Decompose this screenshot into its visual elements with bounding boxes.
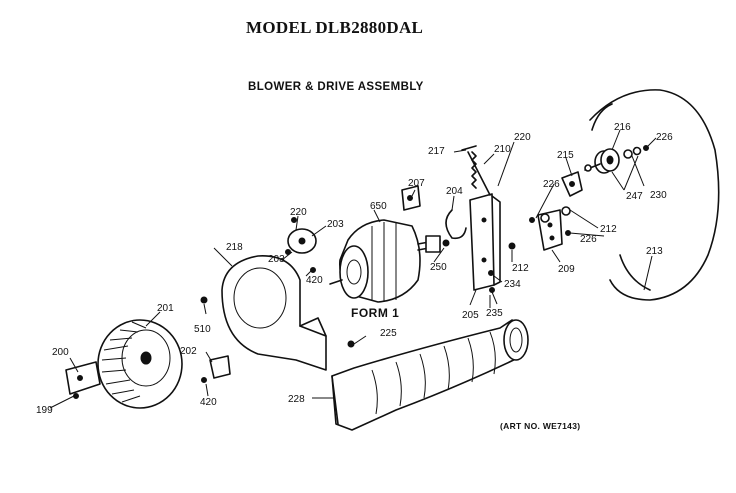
- callout-420-upper: 420: [306, 275, 323, 286]
- callout-216: 216: [614, 122, 631, 133]
- callout-247: 247: [626, 191, 643, 202]
- callout-650: 650: [370, 201, 387, 212]
- callout-230: 230: [650, 190, 667, 201]
- callout-202: 202: [180, 346, 197, 357]
- callout-200: 200: [52, 347, 69, 358]
- form-label: FORM 1: [351, 306, 400, 320]
- callout-235: 235: [486, 308, 503, 319]
- callout-213: 213: [646, 246, 663, 257]
- callout-228: 228: [288, 394, 305, 405]
- callout-209: 209: [558, 264, 575, 275]
- callout-250: 250: [430, 262, 447, 273]
- callout-203-right: 203: [327, 219, 344, 230]
- part-callouts: 200 199 201 202 420 510 218 203 220 203 …: [36, 122, 673, 416]
- callout-207: 207: [408, 178, 425, 189]
- callout-199: 199: [36, 405, 53, 416]
- callout-218: 218: [226, 242, 243, 253]
- callout-212-left: 212: [512, 263, 529, 274]
- callout-210: 210: [494, 144, 511, 155]
- idler-pulley-drawing: [561, 145, 649, 197]
- callout-201: 201: [157, 303, 174, 314]
- callout-217: 217: [428, 146, 445, 157]
- art-number: (ART NO. WE7143): [500, 421, 581, 431]
- exhaust-duct-drawing: [331, 319, 529, 431]
- motor-bracket-drawing: [445, 145, 516, 293]
- callout-226-upper: 226: [656, 132, 673, 143]
- callout-203-left: 203: [268, 254, 285, 265]
- blower-housing-drawing: [200, 217, 327, 371]
- callout-225: 225: [380, 328, 397, 339]
- model-title: MODEL DLB2880DAL: [246, 18, 424, 37]
- idler-bracket-drawing: [529, 206, 571, 251]
- callout-204: 204: [446, 186, 463, 197]
- callout-220-right: 220: [514, 132, 531, 143]
- callout-215: 215: [557, 150, 574, 161]
- assembly-subtitle: BLOWER & DRIVE ASSEMBLY: [248, 81, 424, 93]
- blower-wheel-drawing: [97, 319, 183, 409]
- rear-panel-drawing: [589, 89, 720, 301]
- callout-212-right: 212: [600, 224, 617, 235]
- callout-205: 205: [462, 310, 479, 321]
- callout-510: 510: [194, 324, 211, 335]
- callout-234: 234: [504, 279, 521, 290]
- leader-lines: [49, 129, 657, 409]
- callout-420-lower: 420: [200, 397, 217, 408]
- callout-226-lower: 226: [580, 234, 597, 245]
- callout-226-middle: 226: [543, 179, 560, 190]
- mount-bracket-drawing: [65, 340, 355, 399]
- callout-220-left: 220: [290, 207, 307, 218]
- motor-drawing: [329, 185, 450, 303]
